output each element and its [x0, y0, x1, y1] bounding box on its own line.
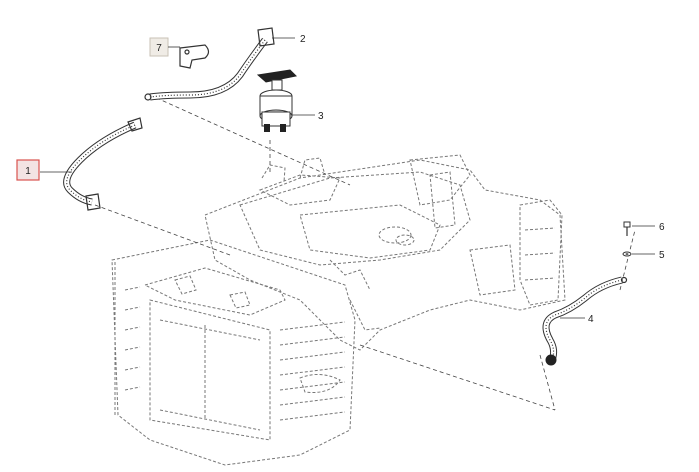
callout-label: 5: [659, 250, 665, 261]
clip-bracket-part-7[interactable]: [179, 44, 210, 69]
side-grille: [124, 286, 346, 421]
battery-housing: [111, 239, 356, 466]
callout-label: 1: [25, 166, 31, 177]
battery-cable-part-1[interactable]: [63, 117, 143, 211]
callout-3[interactable]: 3: [318, 111, 324, 122]
chassis-frame: [204, 154, 566, 351]
callout-label: 6: [659, 222, 665, 233]
projection-lines: [94, 94, 636, 411]
callout-2[interactable]: 2: [300, 34, 306, 45]
callout-label: 4: [588, 314, 594, 325]
callout-label: 3: [318, 111, 324, 122]
callout-label: 7: [156, 43, 162, 54]
cable-part-2[interactable]: [144, 27, 275, 101]
isolator-switch-part-3[interactable]: [256, 69, 298, 132]
bolt-part-6[interactable]: [623, 221, 631, 236]
callout-7[interactable]: 7: [149, 37, 180, 57]
washer-part-5[interactable]: [622, 251, 632, 257]
callout-1[interactable]: 1: [16, 159, 40, 181]
callout-6[interactable]: 6: [659, 222, 665, 233]
callout-label: 2: [300, 34, 306, 45]
ground-cable-part-4[interactable]: [542, 276, 628, 366]
callout-5[interactable]: 5: [659, 250, 665, 261]
leader-lines: [40, 37, 655, 319]
callout-4[interactable]: 4: [588, 314, 594, 325]
